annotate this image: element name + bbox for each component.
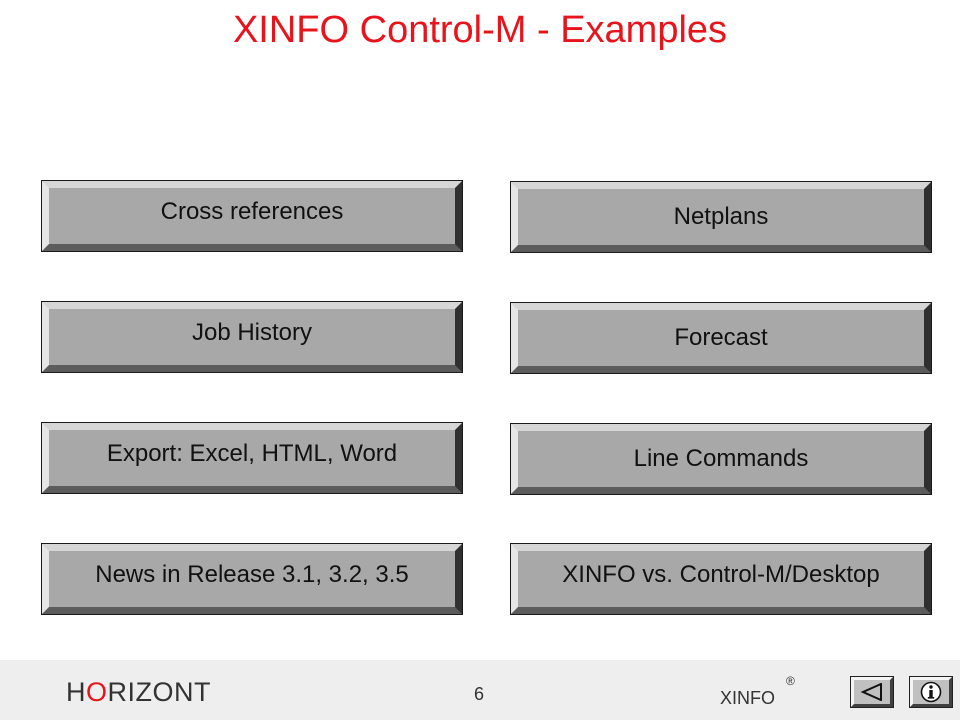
job-history-button[interactable]: Job History	[41, 301, 463, 373]
news-in-release-label: News in Release 3.1, 3.2, 3.5	[95, 561, 409, 588]
netplans-button[interactable]: Netplans	[510, 181, 932, 253]
page-title: XINFO Control-M - Examples	[232, 9, 728, 51]
page-number: 6	[474, 684, 485, 704]
export-label: Export: Excel, HTML, Word	[106, 440, 398, 467]
line-commands-button[interactable]: Line Commands	[510, 423, 932, 495]
netplans-label: Netplans	[673, 203, 769, 230]
forecast-label: Forecast	[674, 324, 768, 351]
horizont-logo: HORIZONT	[66, 677, 212, 707]
xinfo-product-label: XINFO	[720, 688, 776, 708]
back-triangle-icon	[860, 683, 882, 701]
export-button[interactable]: Export: Excel, HTML, Word	[41, 422, 463, 494]
registered-mark: ®	[786, 674, 795, 688]
job-history-label: Job History	[191, 319, 313, 346]
xinfo-vs-desktop-label: XINFO vs. Control-M/Desktop	[562, 561, 880, 588]
xinfo-vs-desktop-button[interactable]: XINFO vs. Control-M/Desktop	[510, 543, 932, 615]
back-button[interactable]	[850, 676, 894, 708]
info-icon	[920, 681, 942, 703]
news-in-release-button[interactable]: News in Release 3.1, 3.2, 3.5	[41, 543, 463, 615]
cross-references-label: Cross references	[160, 198, 344, 225]
forecast-button[interactable]: Forecast	[510, 302, 932, 374]
info-button[interactable]	[909, 676, 953, 708]
cross-references-button[interactable]: Cross references	[41, 180, 463, 252]
line-commands-label: Line Commands	[633, 445, 809, 472]
footer-bar	[0, 660, 960, 720]
